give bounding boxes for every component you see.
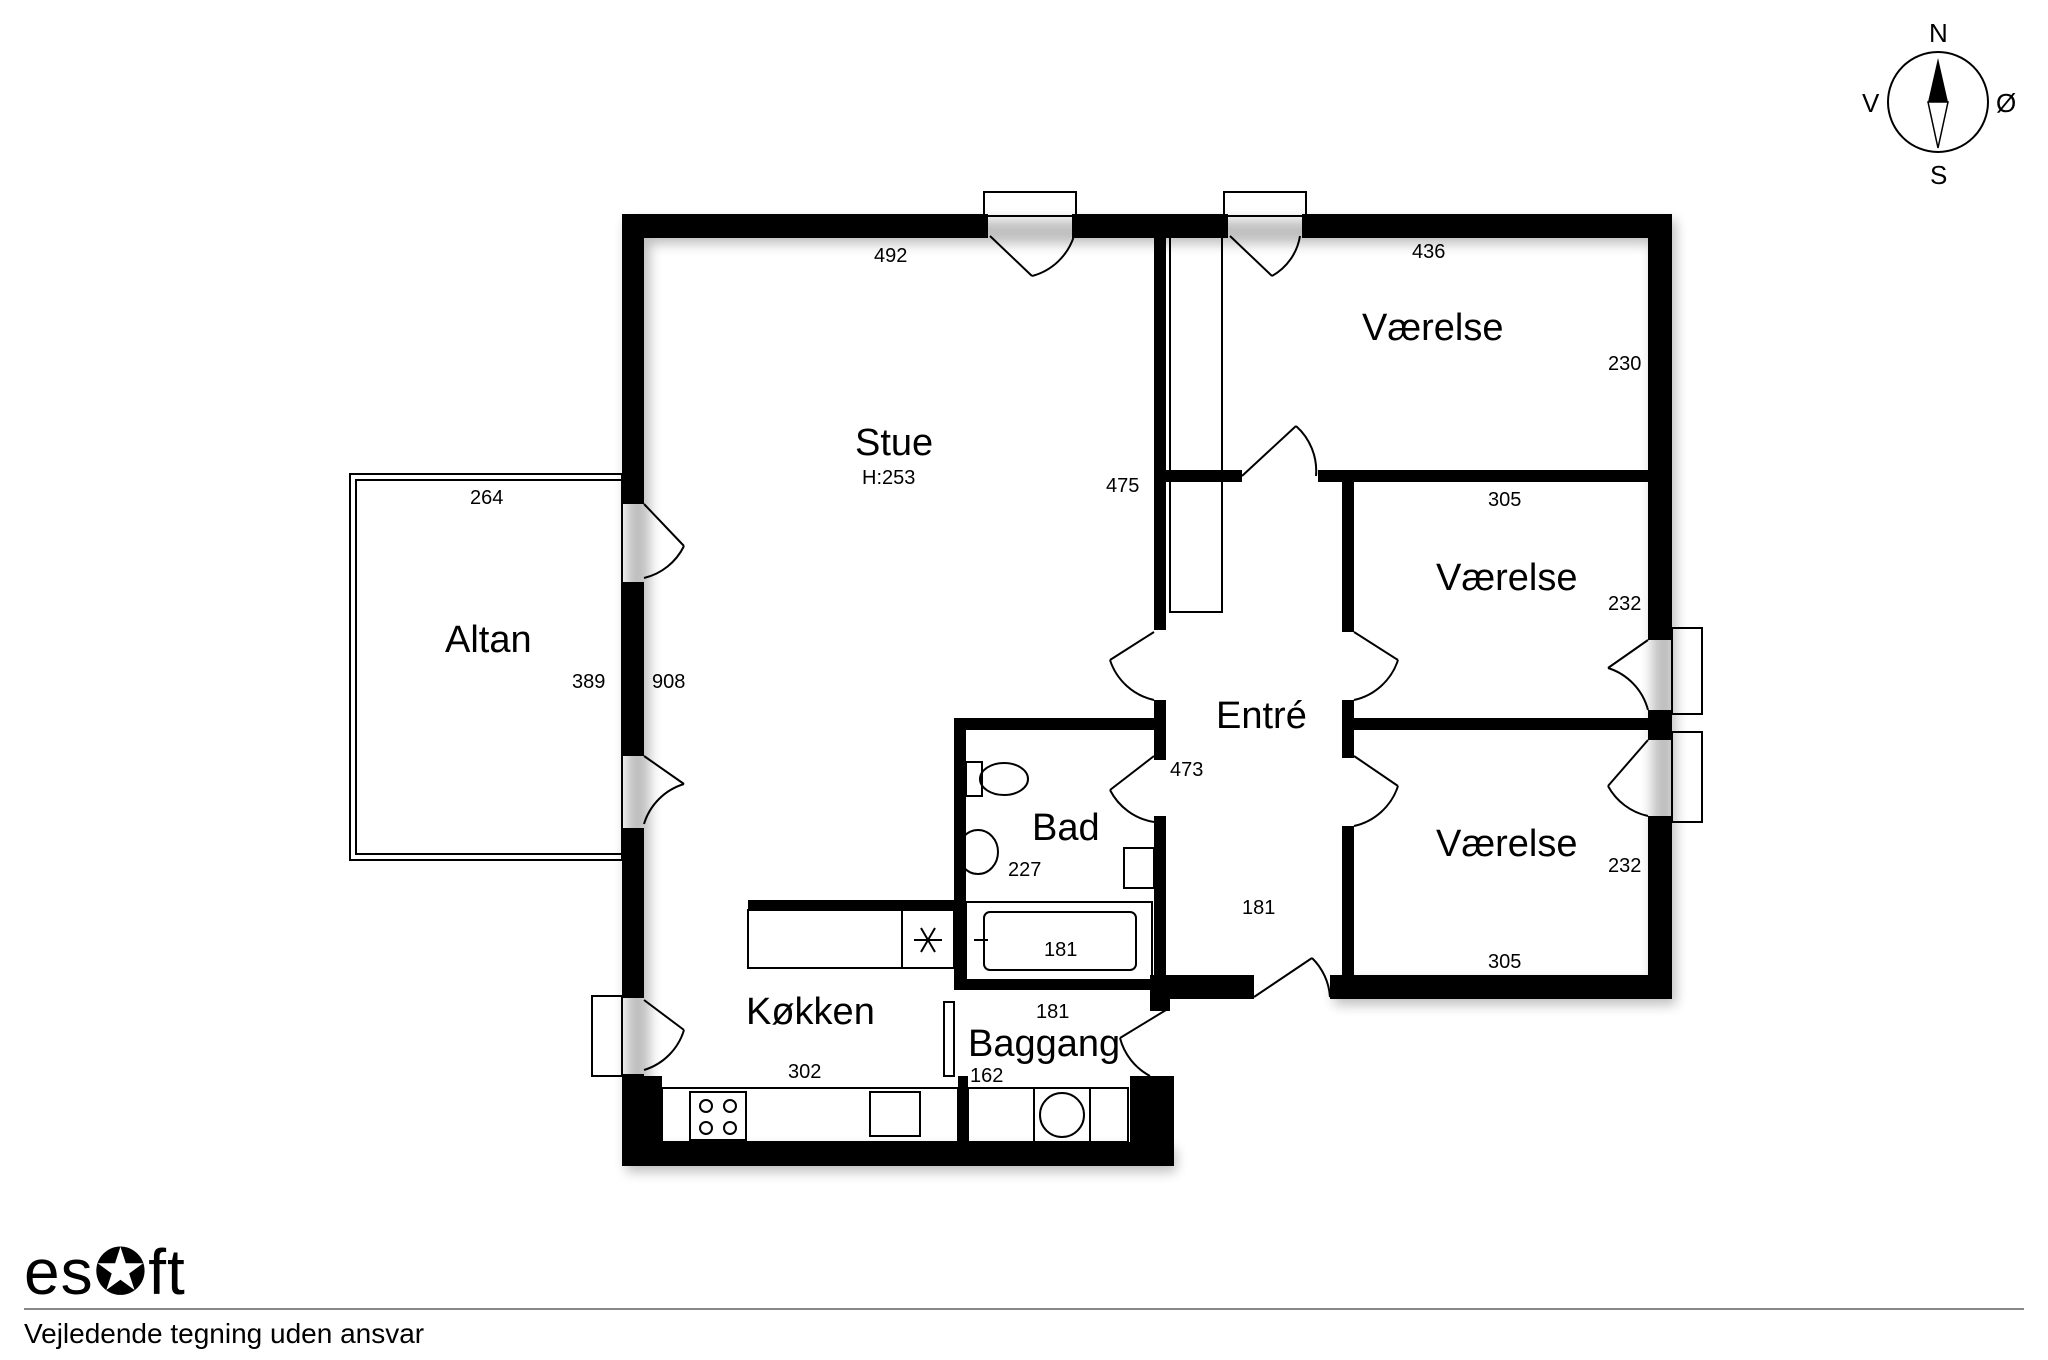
dim-stue-right: 475 <box>1106 475 1139 497</box>
dim-v1-right: 230 <box>1608 353 1641 375</box>
room-label-stue: Stue <box>855 422 933 464</box>
dim-baggang-left: 162 <box>970 1065 1003 1087</box>
dim-bath-width: 181 <box>1044 939 1077 961</box>
compass-north-label: N <box>1929 18 1948 48</box>
brand-suffix: ft <box>148 1236 186 1308</box>
dim-v1-top: 436 <box>1412 241 1445 263</box>
dim-altan-right: 389 <box>572 671 605 693</box>
doors <box>591 191 1703 1077</box>
dim-v2-top: 305 <box>1488 489 1521 511</box>
toilet-icon <box>965 761 1029 797</box>
compass-south-label: S <box>1930 160 1947 190</box>
room-label-vaerelse-2: Værelse <box>1436 557 1578 599</box>
cabinet <box>1123 847 1155 889</box>
dim-koekken-bottom: 302 <box>788 1061 821 1083</box>
compass-south-needle-icon <box>1927 101 1949 149</box>
inner-walls <box>642 235 1672 1146</box>
footer-divider <box>24 1308 2024 1310</box>
freezer-icon <box>914 927 942 953</box>
dim-v3-bottom: 305 <box>1488 951 1521 973</box>
basin-icon <box>957 829 999 875</box>
dim-bad-right: 227 <box>1008 859 1041 881</box>
fixtures <box>661 761 1155 1143</box>
balcony-outline <box>349 473 623 861</box>
brand-prefix: es <box>24 1236 94 1308</box>
compass-east-label: Ø <box>1996 88 2016 118</box>
room-label-vaerelse-3: Værelse <box>1436 823 1578 865</box>
room-label-bad: Bad <box>1032 807 1100 849</box>
room-label-baggang: Baggang <box>968 1023 1120 1065</box>
dim-entre-left: 473 <box>1170 759 1203 781</box>
stove-icon <box>699 1099 737 1135</box>
bathtub-icon <box>965 901 1153 981</box>
dim-altan-top: 264 <box>470 487 503 509</box>
brand-star-icon: ✪ <box>93 1236 149 1308</box>
room-label-altan: Altan <box>445 619 532 661</box>
compass-west-label: V <box>1862 88 1880 118</box>
sink-icon <box>869 1091 921 1137</box>
ceiling-height: H:253 <box>862 467 915 489</box>
room-label-entre: Entré <box>1216 695 1307 737</box>
dim-v3-right: 232 <box>1608 855 1641 877</box>
dim-baggang-top: 181 <box>1036 1001 1069 1023</box>
room-label-koekken: Køkken <box>746 991 875 1033</box>
disclaimer-text: Vejledende tegning uden ansvar <box>24 1318 425 1349</box>
washer-icon <box>1033 1087 1091 1143</box>
brand-logo: es✪ft <box>24 1240 186 1304</box>
compass: N S V Ø <box>1862 18 2016 190</box>
compass-north-needle-icon <box>1928 58 1948 102</box>
dim-v2-right: 232 <box>1608 593 1641 615</box>
room-label-vaerelse-1: Værelse <box>1362 307 1504 349</box>
dim-entre-bottom: 181 <box>1242 897 1275 919</box>
dim-stue-top: 492 <box>874 245 907 267</box>
dim-stue-left: 908 <box>652 671 685 693</box>
